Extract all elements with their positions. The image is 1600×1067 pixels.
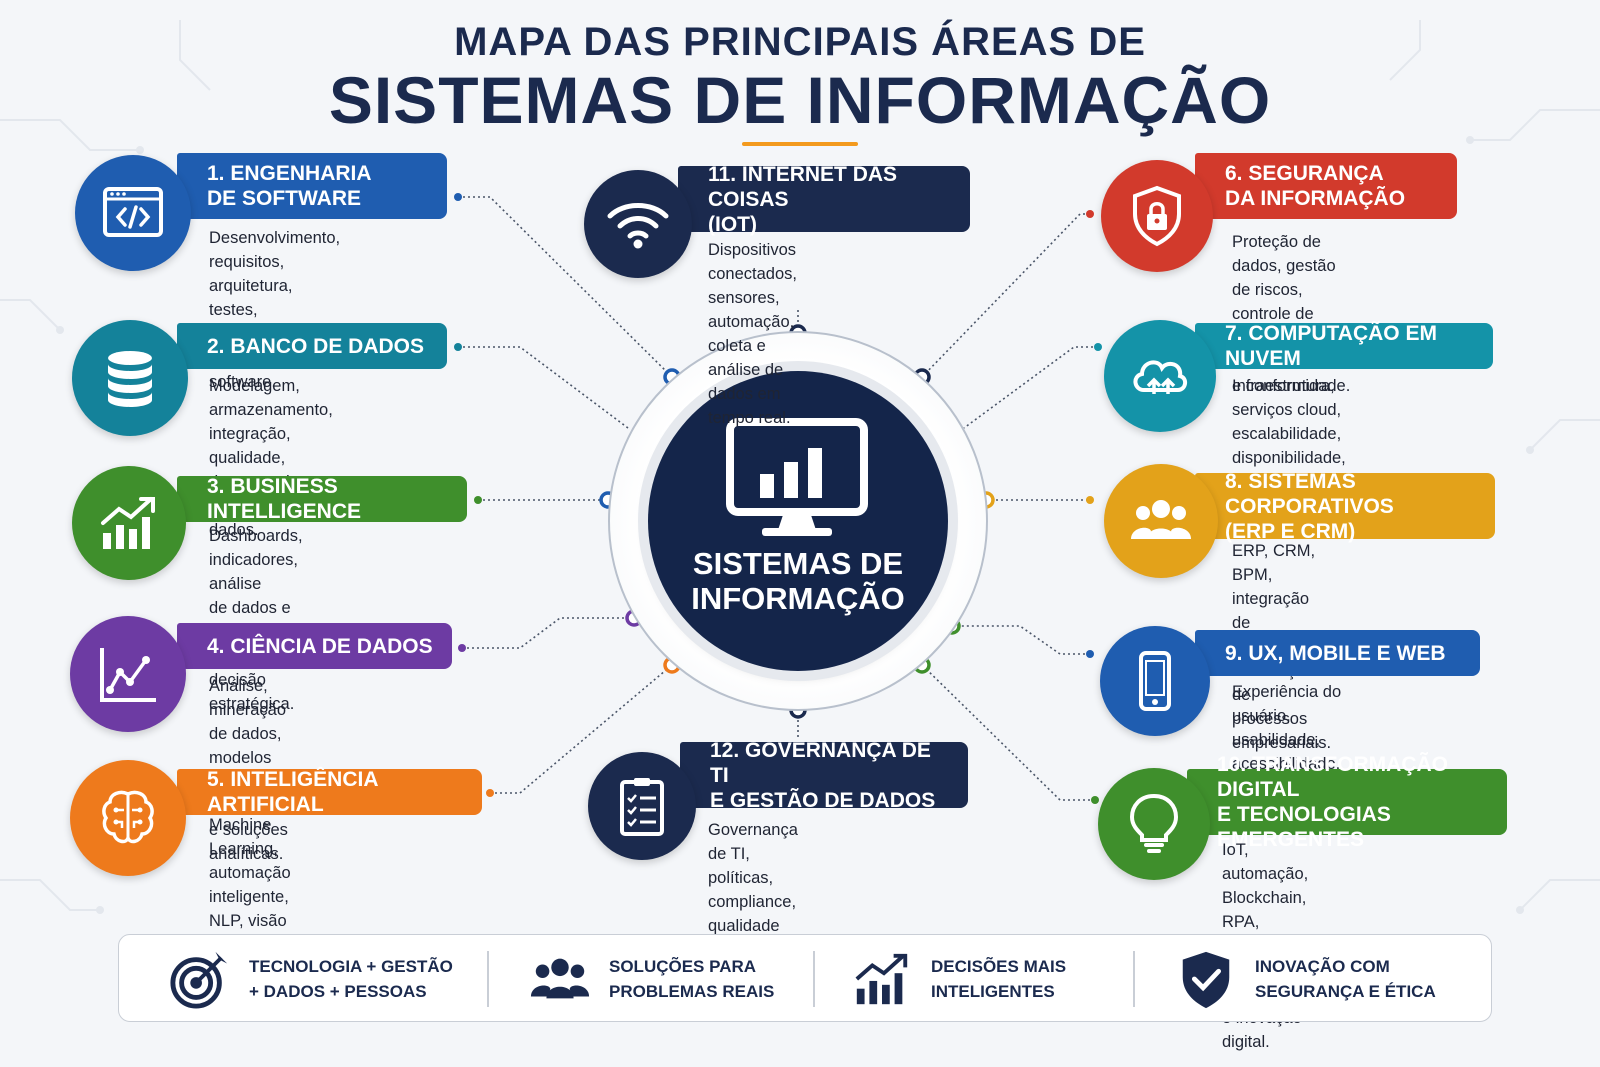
cloud-upload-icon [1133,360,1187,394]
footer-item-inovacao: INOVAÇÃO COM SEGURANÇA E ÉTICA [1175,935,1436,1023]
area-label: 5. INTELIGÊNCIA ARTIFICIAL [177,768,482,816]
area-label: 1. ENGENHARIA DE SOFTWARE [177,153,447,219]
area-label: 7. COMPUTAÇÃO EM NUVEM [1195,322,1493,370]
wifi-icon [607,203,669,249]
title-underline [742,142,858,146]
footer-item-solucoes: SOLUÇÕES PARA PROBLEMAS REAIS [529,935,774,1023]
target-arrow-icon [170,951,228,1009]
page-title-line1: MAPA DAS PRINCIPAIS ÁREAS DE [454,20,1146,64]
smartphone-icon [1139,651,1171,711]
connector-5 [490,664,673,794]
code-window-icon [103,187,163,237]
footer-banner: TECNOLOGIA + GESTÃO + DADOS + PESSOAS SO… [118,934,1492,1022]
area-label: 3. BUSINESS INTELLIGENCE [177,475,467,523]
area-icon-circle [1100,626,1210,736]
connector-6 [921,213,1090,378]
footer-text: DECISÕES MAIS INTELIGENTES [931,957,1067,1001]
area-icon-circle [70,616,186,732]
area-icon-circle [1104,464,1218,578]
area-icon-circle [1098,768,1210,880]
connector-1 [458,196,673,378]
area-icon-circle [588,752,696,860]
footer-text: INOVAÇÃO COM SEGURANÇA E ÉTICA [1255,957,1436,1001]
footer-item-tecnologia: TECNOLOGIA + GESTÃO + DADOS + PESSOAS [169,935,453,1023]
area-label: 8. SISTEMAS CORPORATIVOS (ERP E CRM) [1195,470,1495,543]
connector-7 [963,346,1098,429]
footer-text: SOLUÇÕES PARA PROBLEMAS REAIS [609,957,775,1001]
connector-2 [458,346,629,429]
area-label: 10. TRANSFORMAÇÃO DIGITAL E TECNOLOGIAS … [1187,753,1507,851]
area-label: 12. GOVERNANÇA DE TI E GESTÃO DE DADOS [680,739,968,812]
area-icon-circle [72,466,186,580]
checklist-clipboard-icon [620,778,664,836]
shield-check-icon [1182,951,1230,1009]
monitor-bar-chart-icon [726,418,868,536]
footer-text: TECNOLOGIA + GESTÃO + DADOS + PESSOAS [249,957,453,1001]
footer-divider [813,951,815,1007]
connector-4 [462,617,634,649]
area-icon-circle [584,170,692,278]
footer-item-decisoes: DECISÕES MAIS INTELIGENTES [851,935,1066,1023]
people-icon [530,958,590,999]
area-description: Proteção de dados, gestão de riscos, con… [1232,233,1351,395]
brain-circuit-icon [102,790,154,844]
area-label: 2. BANCO DE DADOS [177,323,447,369]
connector-9 [952,625,1090,655]
area-icon-circle [70,760,186,876]
footer-divider [487,951,489,1007]
line-graph-icon [100,648,156,702]
area-icon-circle [72,320,188,436]
shield-lock-icon [1133,185,1181,247]
area-label: 9. UX, MOBILE E WEB [1195,630,1480,676]
users-group-icon [1131,500,1191,539]
hub-title: SISTEMAS DE INFORMAÇÃO [691,546,905,616]
area-label: 6. SEGURANÇA DA INFORMAÇÃO [1195,153,1457,219]
page-title-line2: SISTEMAS DE INFORMAÇÃO [328,63,1272,137]
database-icon [108,351,152,407]
growth-chart-icon [855,953,908,1005]
lightbulb-icon [1129,793,1179,853]
growth-chart-icon [101,497,155,549]
footer-divider [1133,951,1135,1007]
area-icon-circle [1101,160,1213,272]
area-icon-circle [1104,320,1216,432]
area-icon-circle [75,155,191,271]
connector-10 [921,664,1095,801]
area-label: 11. INTERNET DAS COISAS (IOT) [678,163,970,236]
area-description: Dispositivos conectados, sensores, autom… [708,241,797,427]
area-label: 4. CIÊNCIA DE DADOS [177,623,452,669]
